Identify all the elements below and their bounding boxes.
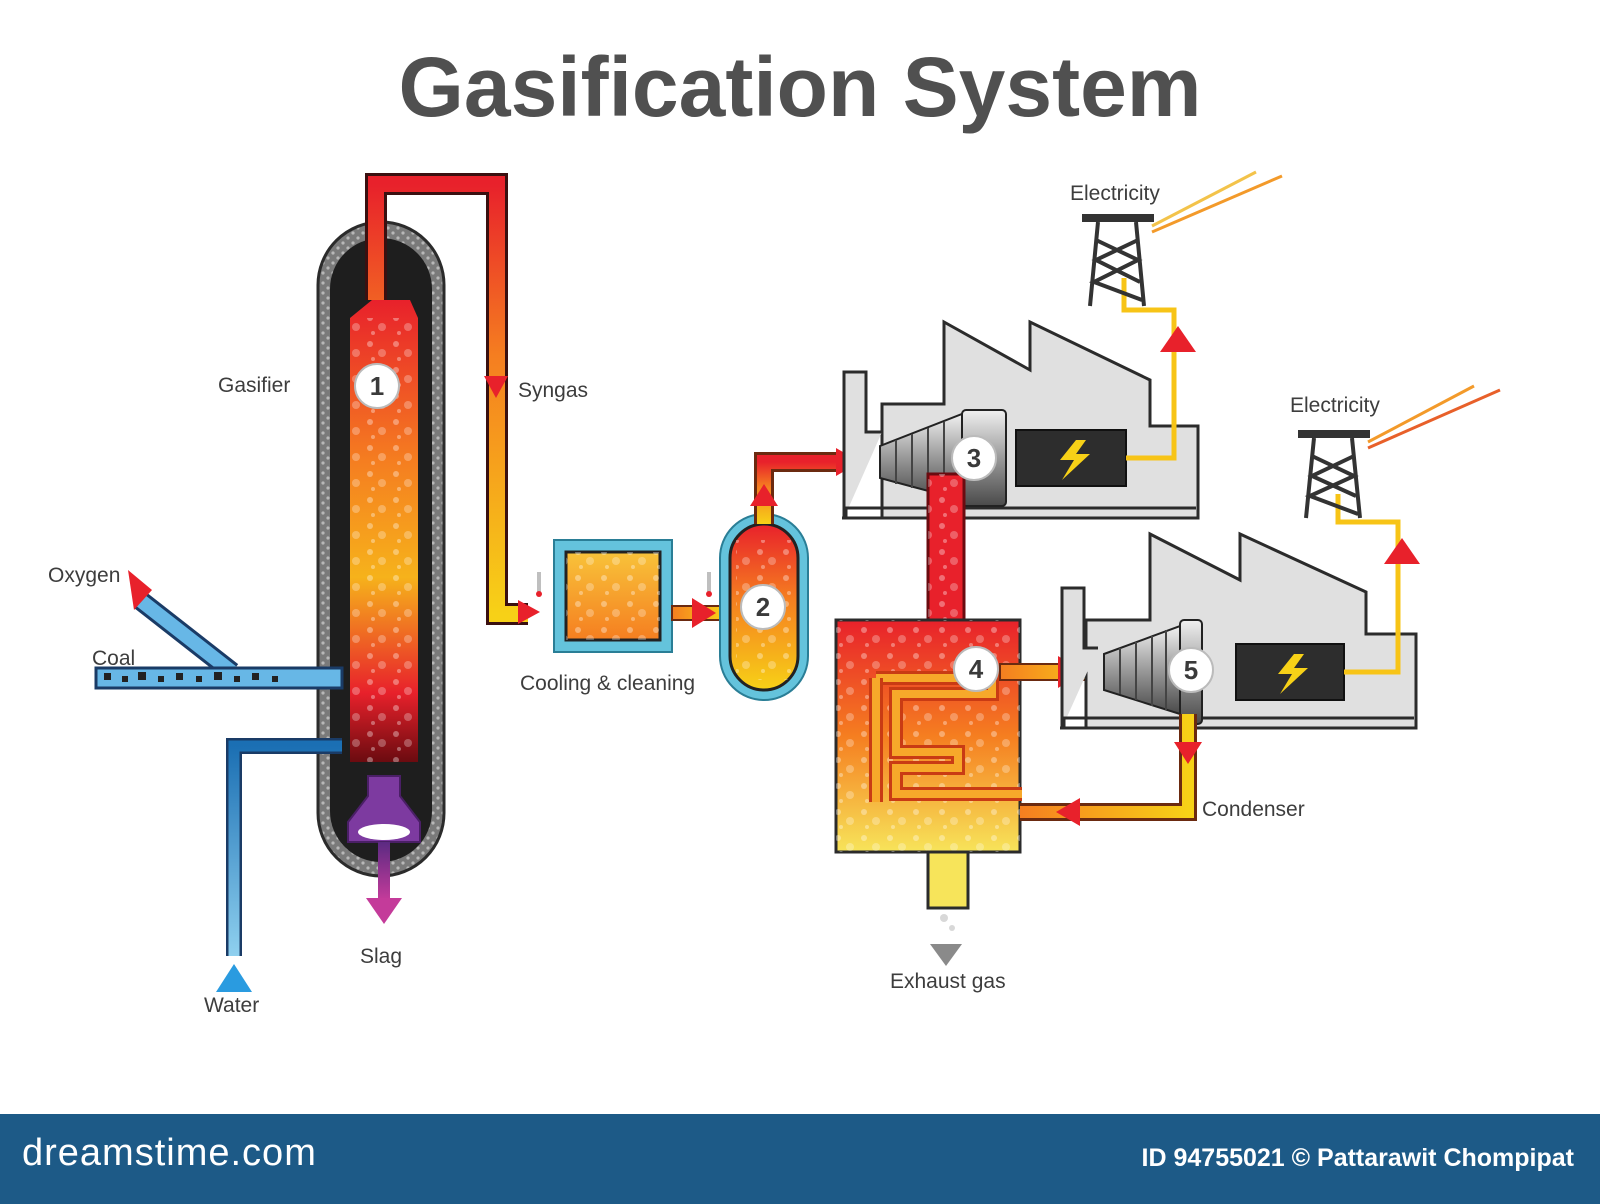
label-cooling-cleaning: Cooling & cleaning	[520, 672, 695, 695]
flow-arrow-icon	[1056, 798, 1080, 826]
step-number: 5	[1184, 655, 1198, 685]
label-water: Water	[204, 994, 259, 1017]
step-number: 3	[967, 443, 981, 473]
watermark-footer: dreamstime.com ID 94755021 © Pattarawit …	[0, 1114, 1600, 1204]
label-coal: Coal	[92, 647, 135, 670]
transmission-tower-icon-upper	[1082, 170, 1283, 307]
step-number: 1	[370, 371, 384, 401]
step-number: 4	[969, 654, 984, 684]
exhaust-outlet	[930, 914, 962, 966]
gasifier-vessel	[316, 220, 446, 878]
water-arrow-icon	[216, 964, 252, 992]
footer-site: dreamstime.com	[22, 1132, 317, 1174]
label-exhaust-gas: Exhaust gas	[890, 970, 1006, 993]
water-feed	[216, 738, 342, 992]
page-title: Gasification System	[399, 40, 1202, 134]
step-badge-1: 1	[354, 363, 400, 409]
generator-icon	[1235, 643, 1345, 701]
condenser-loop	[1020, 714, 1202, 826]
flow-arrow-icon	[1160, 326, 1196, 352]
flow-arrow-icon	[484, 376, 508, 398]
step-badge-4: 4	[953, 646, 999, 692]
label-slag: Slag	[360, 945, 402, 968]
label-syngas: Syngas	[518, 379, 588, 402]
footer-credit: ID 94755021 © Pattarawit Chompipat	[1141, 1144, 1574, 1172]
exhaust-arrow-icon	[930, 944, 962, 966]
label-electricity-lower: Electricity	[1290, 394, 1380, 417]
flow-arrow-icon	[1384, 538, 1420, 564]
label-condenser: Condenser	[1202, 798, 1305, 821]
pipe-to-separator	[671, 598, 725, 628]
slag-arrow-icon	[366, 898, 402, 924]
cooling-cleaning-unit	[536, 539, 712, 653]
oxygen-feed	[128, 570, 239, 680]
step-number: 2	[756, 592, 770, 622]
label-oxygen: Oxygen	[48, 564, 120, 587]
power-plant-building-upper	[842, 319, 1200, 520]
syngas-pipe	[365, 173, 540, 625]
exhaust-duct	[926, 472, 966, 626]
label-electricity-upper: Electricity	[1070, 182, 1160, 205]
step-badge-2: 2	[740, 584, 786, 630]
step-badge-3: 3	[951, 435, 997, 481]
transmission-tower-icon-lower	[1298, 384, 1501, 519]
slag-outlet	[366, 842, 402, 924]
heat-recovery-boiler	[834, 618, 1022, 910]
flow-arrow-icon	[518, 600, 540, 624]
label-gasifier: Gasifier	[218, 374, 290, 397]
step-badge-5: 5	[1168, 647, 1214, 693]
coal-feed	[94, 666, 344, 690]
flow-arrow-icon	[692, 598, 716, 628]
flow-arrow-icon	[128, 570, 152, 610]
electric-line-lower	[1335, 494, 1420, 675]
flow-arrow-icon	[750, 484, 778, 506]
electric-line-upper	[1121, 278, 1196, 461]
generator-icon	[1015, 429, 1127, 487]
flow-arrow-icon	[1174, 742, 1202, 764]
